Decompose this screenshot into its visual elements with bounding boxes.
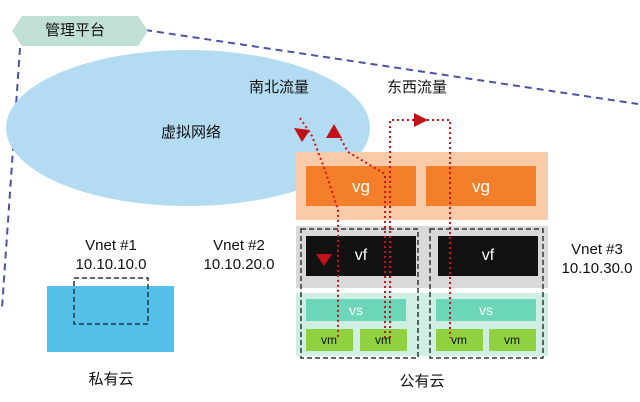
north-south-traffic-label: 南北流量: [249, 79, 310, 96]
vs-box-right: [436, 299, 536, 321]
vs-label-right: vs: [479, 302, 493, 318]
vs-box-left: [306, 299, 406, 321]
management-platform-label: 管理平台: [45, 22, 106, 39]
private-cloud-label: 私有云: [88, 371, 134, 388]
vnet-3-subnet: 10.10.30.0: [561, 260, 633, 277]
north-south-arrow-down-1: [294, 128, 310, 142]
private-vnet-outline: [73, 277, 149, 325]
vf-box-right: [438, 236, 538, 276]
management-dashed-line-left: [1, 47, 21, 309]
management-platform-shape: [12, 16, 148, 46]
vnet-2-name: Vnet #2: [213, 237, 265, 254]
host-group-outline-right: [429, 228, 544, 359]
north-south-traffic-path-up: [335, 129, 386, 338]
vg-box-right: [426, 166, 536, 206]
vnet-2-subnet: 10.10.20.0: [203, 256, 275, 273]
private-cloud-box: [47, 286, 174, 352]
vf-label-right: vf: [481, 247, 495, 264]
vnet-3-name: Vnet #3: [571, 241, 623, 258]
vm-box-1: [306, 329, 353, 351]
vg-label-left: vg: [352, 177, 370, 196]
north-south-arrow-down-2: [316, 254, 332, 266]
vg-label-right: vg: [472, 177, 490, 196]
vm-box-2: [360, 329, 407, 351]
virtual-network-label: 虚拟网络: [161, 124, 222, 141]
vg-box-left: [306, 166, 416, 206]
vm-label-1: vm: [321, 333, 337, 347]
vm-label-3: vm: [451, 333, 467, 347]
vf-label-left: vf: [354, 247, 368, 264]
virtual-network-cloud: [6, 50, 370, 206]
vm-label-2: vm: [375, 333, 391, 347]
vnet-1-subnet: 10.10.10.0: [75, 256, 147, 273]
north-south-arrow-up: [326, 124, 342, 138]
vm-box-3: [436, 329, 483, 351]
vm-box-4: [489, 329, 536, 351]
vnet-2-info: Vnet #2 10.10.20.0: [204, 236, 275, 274]
vnet-1-info: Vnet #1 10.10.10.0: [76, 236, 147, 274]
host-group-outline-left: [300, 228, 419, 359]
east-west-traffic-label: 东西流量: [387, 79, 448, 96]
east-west-traffic-path: [389, 119, 451, 338]
vm-label-4: vm: [504, 333, 520, 347]
vnet-1-name: Vnet #1: [85, 237, 137, 254]
public-cloud-label: 公有云: [399, 373, 445, 390]
east-west-arrow: [414, 113, 428, 127]
vnet-3-info: Vnet #3 10.10.30.0: [562, 240, 633, 278]
vs-label-left: vs: [349, 302, 363, 318]
